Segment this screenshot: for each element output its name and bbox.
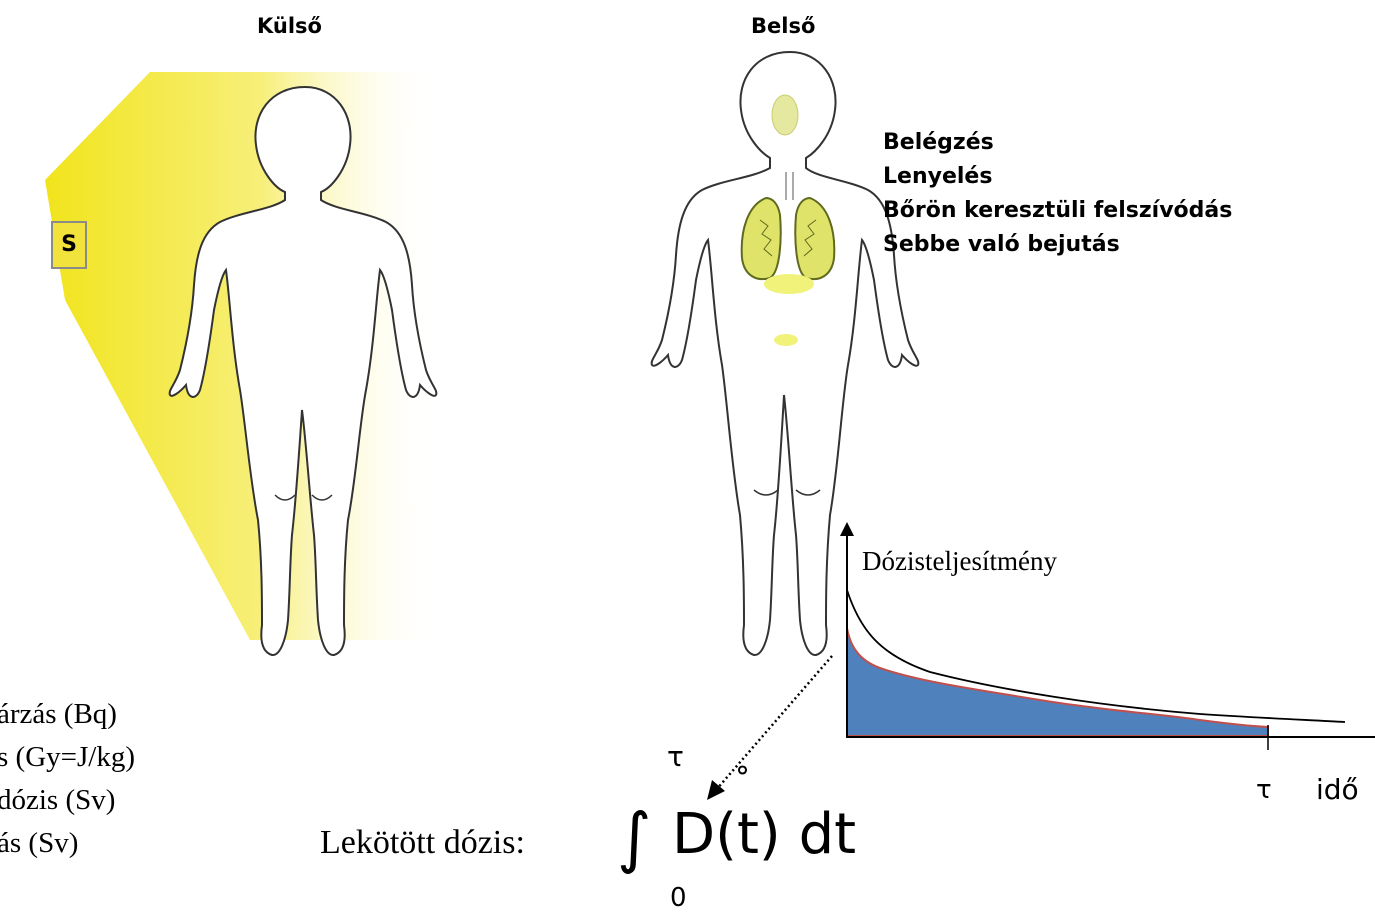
dot-mark: ˚: [734, 764, 751, 804]
integrand: D(t) dt: [672, 800, 856, 870]
integral-upper-limit: τ: [667, 740, 684, 773]
dose-units-list: árzás (Bq) s (Gy=J/kg) dózis (Sv) ás (Sv…: [0, 693, 135, 865]
intake-route-item: Bőrön keresztüli felszívódás: [883, 194, 1232, 228]
intestine-organ: [774, 334, 798, 346]
integral-lower-limit: 0: [670, 883, 687, 913]
stomach-organ: [764, 274, 814, 294]
tau-axis-label: τ: [1256, 775, 1272, 805]
x-axis-label: idő: [1316, 773, 1359, 806]
intake-routes-list: Belégzés Lenyelés Bőrön keresztüli felsz…: [883, 126, 1232, 262]
integral-pointer-arrow: [707, 780, 725, 800]
dose-unit-item: ás (Sv): [0, 822, 135, 865]
dose-unit-item: dózis (Sv): [0, 779, 135, 822]
dose-unit-item: s (Gy=J/kg): [0, 736, 135, 779]
retained-dose-area: [847, 628, 1268, 736]
y-axis-label: Dózisteljesítmény: [862, 546, 1057, 577]
external-heading: Külső: [257, 14, 322, 38]
intake-route-item: Lenyelés: [883, 160, 1232, 194]
integral-sign: ∫: [617, 798, 651, 878]
intake-route-item: Sebbe való bejutás: [883, 228, 1232, 262]
thyroid-organ: [772, 95, 798, 135]
intake-route-item: Belégzés: [883, 126, 1232, 160]
dose-unit-item: árzás (Bq): [0, 693, 135, 736]
radiation-source-badge: S: [51, 221, 87, 269]
internal-heading: Belső: [751, 14, 815, 38]
y-axis-arrow: [840, 522, 854, 536]
formula-prefix: Lekötött dózis:: [320, 824, 525, 862]
